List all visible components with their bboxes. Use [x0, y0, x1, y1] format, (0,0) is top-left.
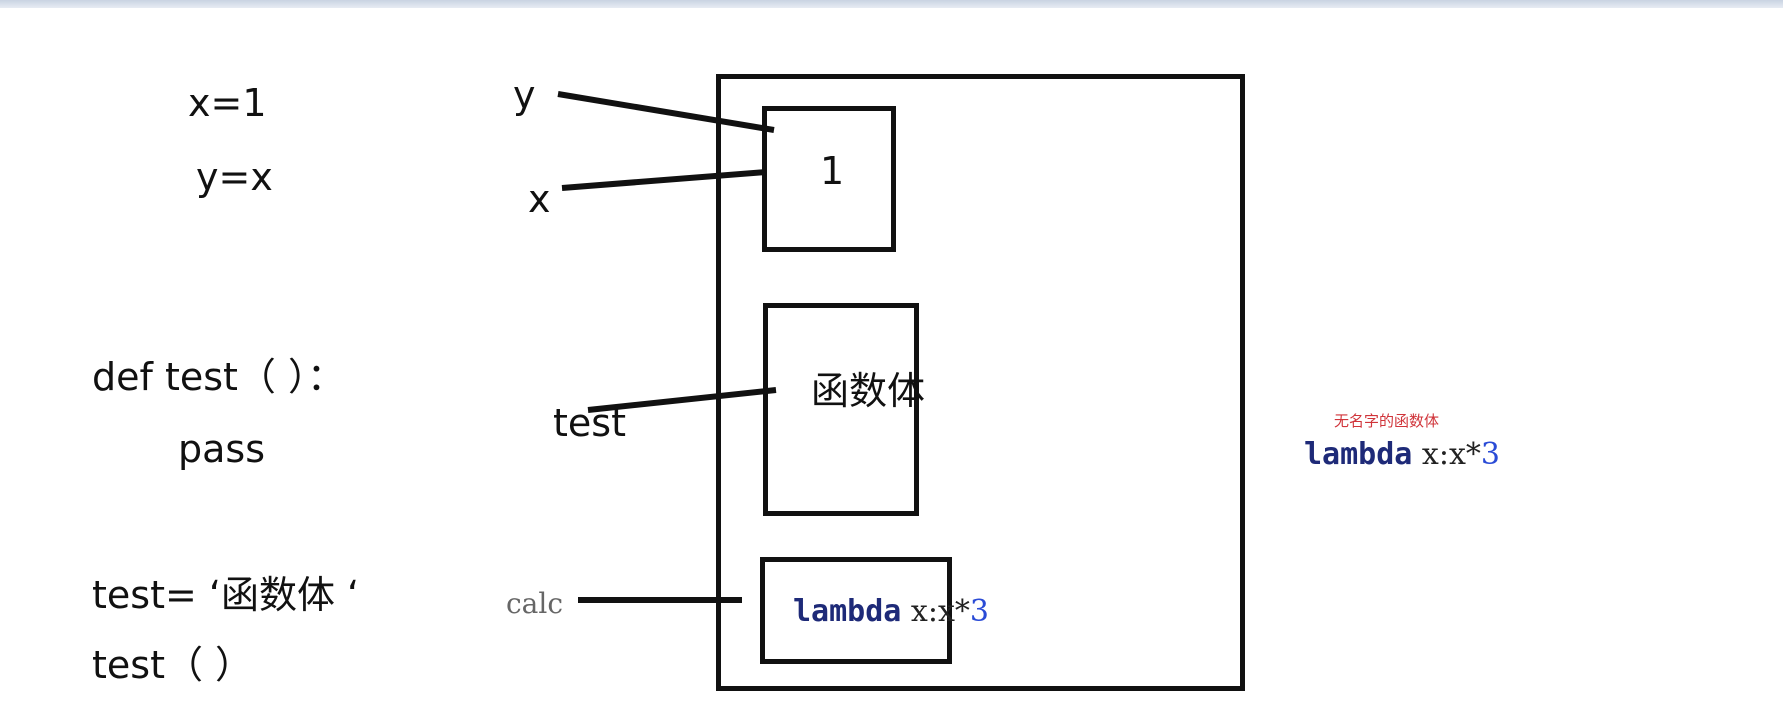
label-calc: calc: [506, 587, 564, 620]
lambda-annotation-keyword: lambda: [1304, 437, 1413, 472]
value-box-text: 1: [820, 149, 845, 193]
window-top-bar: [0, 0, 1783, 8]
test-reference-line: [587, 387, 777, 413]
lambda-box-expression: lambda x:x*3: [793, 597, 989, 627]
lambda-annotation-body: x:x*: [1412, 437, 1481, 472]
code-def-test: def test（ ）：: [92, 355, 346, 399]
x-reference-line: [561, 169, 767, 191]
label-y: y: [513, 73, 536, 117]
y-reference-line: [557, 91, 775, 133]
lambda-annotation-number: 3: [1480, 437, 1500, 472]
code-test-call: test（ ）: [92, 643, 254, 687]
value-box: [762, 106, 896, 252]
lambda-annotation-expression: lambda x:x*3: [1304, 440, 1500, 470]
lambda-box-number: 3: [969, 594, 989, 629]
anonymous-function-note: 无名字的函数体: [1334, 412, 1440, 430]
lambda-box-body: x:x*: [901, 594, 970, 629]
lambda-box-keyword: lambda: [793, 594, 902, 629]
lambda-box: [760, 557, 952, 664]
code-test-string-assign: test= ‘函数体 ‘: [92, 573, 360, 617]
code-pass: pass: [178, 427, 266, 471]
code-y-assign: y=x: [196, 155, 273, 199]
code-x-assign: x=1: [188, 81, 267, 125]
function-body-text: 函数体: [811, 369, 926, 413]
function-body-box: [763, 303, 919, 516]
memory-container: [716, 74, 1245, 691]
label-x: x: [528, 177, 551, 221]
